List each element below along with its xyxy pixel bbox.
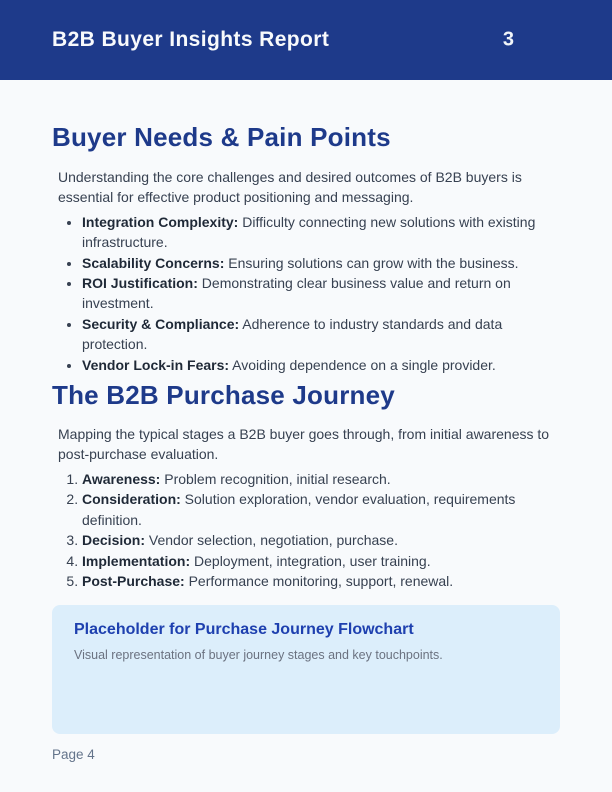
- header-page-number: 3: [502, 28, 514, 51]
- list-item-term: Consideration:: [82, 491, 181, 508]
- list-item: Integration Complexity: Difficulty conne…: [82, 212, 560, 253]
- flowchart-placeholder-card: Placeholder for Purchase Journey Flowcha…: [52, 605, 560, 735]
- list-item-term: ROI Justification:: [82, 275, 198, 292]
- list-item: Security & Compliance: Adherence to indu…: [82, 314, 560, 355]
- list-item-description: Ensuring solutions can grow with the bus…: [228, 254, 519, 271]
- list-item-term: Decision:: [82, 532, 146, 549]
- list-item-description: Demonstrating clear business value and r…: [82, 275, 511, 312]
- list-item-term: Integration Complexity:: [82, 213, 239, 230]
- report-header-bar: B2B Buyer Insights Report 3: [0, 0, 612, 80]
- section-heading-purchase-journey: The B2B Purchase Journey: [52, 380, 395, 411]
- list-item-description: Avoiding dependence on a single provider…: [232, 356, 496, 373]
- pain-points-list: Integration Complexity: Difficulty conne…: [52, 212, 560, 375]
- list-item-description: Difficulty connecting new solutions with…: [82, 213, 536, 251]
- list-item: Scalability Concerns: Ensuring solutions…: [82, 253, 560, 273]
- list-item-description: Vendor selection, negotiation, purchase.: [148, 532, 398, 549]
- list-item-description: Problem recognition, initial research.: [164, 470, 391, 487]
- report-title: B2B Buyer Insights Report: [52, 28, 330, 51]
- purchase-journey-list: Awareness: Problem recognition, initial …: [52, 469, 560, 591]
- placeholder-title: Placeholder for Purchase Journey Flowcha…: [74, 621, 414, 639]
- list-item: ROI Justification: Demonstrating clear b…: [82, 273, 560, 314]
- list-item: Vendor Lock-in Fears: Avoiding dependenc…: [82, 355, 560, 375]
- list-item-description: Performance monitoring, support, renewal…: [188, 572, 454, 589]
- list-item-description: Solution exploration, vendor evaluation,…: [82, 491, 516, 528]
- list-item: Implementation: Deployment, integration,…: [82, 551, 560, 571]
- section-intro-purchase-journey: Mapping the typical stages a B2B buyer g…: [58, 426, 550, 463]
- list-item: Awareness: Problem recognition, initial …: [82, 469, 560, 489]
- report-body: Buyer Needs & Pain Points Understanding …: [0, 80, 612, 762]
- list-item-term: Security & Compliance:: [82, 315, 240, 332]
- list-item: Decision: Vendor selection, negotiation,…: [82, 530, 560, 550]
- list-item: Post-Purchase: Performance monitoring, s…: [82, 571, 560, 591]
- section-intro-buyer-needs: Understanding the core challenges and de…: [58, 169, 522, 206]
- list-item-term: Scalability Concerns:: [82, 254, 225, 271]
- list-item-term: Vendor Lock-in Fears:: [82, 356, 230, 373]
- list-item-term: Post-Purchase:: [82, 572, 185, 589]
- list-item-term: Awareness:: [82, 470, 161, 487]
- page-footer-label: Page 4: [52, 747, 95, 763]
- list-item-description: Adherence to industry standards and data…: [82, 315, 503, 353]
- list-item-term: Implementation:: [82, 552, 191, 569]
- list-item: Consideration: Solution exploration, ven…: [82, 489, 560, 530]
- list-item-description: Deployment, integration, user training.: [194, 552, 431, 569]
- section-heading-buyer-needs: Buyer Needs & Pain Points: [52, 122, 391, 152]
- placeholder-description: Visual representation of buyer journey s…: [74, 648, 443, 663]
